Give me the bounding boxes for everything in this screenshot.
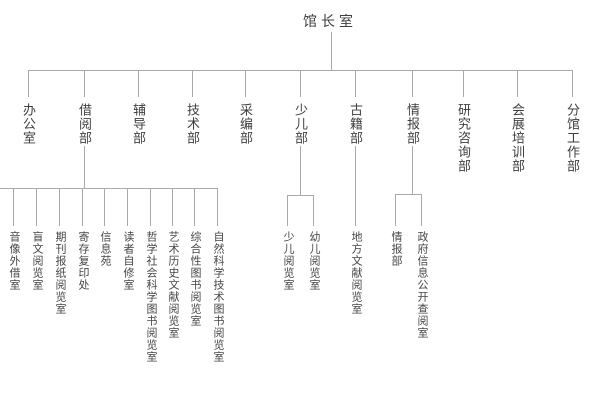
connector-sub-stub [421, 194, 422, 226]
connector-sub-stub [36, 188, 37, 226]
room-label-xinxiyuan: 信息苑 [99, 231, 111, 267]
connector-sub-stub [150, 188, 151, 226]
connector-shaoer-drop [300, 146, 301, 195]
connector-sub-stub [194, 188, 195, 226]
connector-jieyue-drop [84, 146, 85, 188]
connector-shaoer-rail [287, 195, 314, 196]
connector-sub-stub [13, 188, 14, 226]
dept-label-shaoerbu: 少儿部 [293, 103, 308, 145]
org-root-label: 馆长室 [303, 15, 357, 30]
connector-dept-stub [84, 70, 85, 97]
connector-guji-drop [355, 146, 356, 226]
connector-dept-stub [412, 70, 413, 97]
connector-dept-stub [517, 70, 518, 97]
dept-label-fenguangongzuobu: 分馆工作部 [565, 103, 580, 173]
connector-sub-stub [127, 188, 128, 226]
room-label-yinxiangwaijie: 音像外借室 [8, 231, 20, 291]
connector-dept-stub [245, 70, 246, 97]
dept-label-jieyuebu: 借阅部 [77, 103, 92, 145]
room-label-qingbaobu-sub: 情报部 [390, 231, 402, 267]
connector-sub-stub [82, 188, 83, 226]
connector-dept-stub [300, 70, 301, 97]
connector-dept-stub [572, 70, 573, 97]
dept-label-yanjiuzixunbu: 研究咨询部 [456, 103, 471, 173]
room-label-zirankexuejishu: 自然科学技术图书阅览室 [212, 231, 224, 363]
room-label-jicunfuyin: 寄存复印处 [77, 231, 89, 291]
connector-dept-stub [192, 70, 193, 97]
room-label-difangwenxian: 地方文献阅览室 [350, 231, 362, 315]
connector-qingbao-rail [395, 194, 422, 195]
connector-sub-stub [59, 188, 60, 226]
dept-label-fudaobu: 辅导部 [131, 103, 146, 145]
dept-label-jishubu: 技术部 [185, 103, 200, 145]
room-label-zhexueshekeyuelan: 哲学社会科学图书阅览室 [145, 231, 157, 363]
dept-label-gujibu: 古籍部 [348, 103, 363, 145]
connector-sub-stub [395, 194, 396, 226]
room-label-youeryuelan: 幼儿阅览室 [308, 231, 320, 291]
dept-label-caibianbu: 采编部 [238, 103, 253, 145]
room-label-zonghexingtushu: 综合性图书阅览室 [189, 231, 201, 327]
room-label-zhengfuxinxigongkai: 政府信息公开查阅室 [416, 231, 428, 339]
dept-label-bangongshi: 办公室 [21, 103, 36, 145]
connector-dept-stub [138, 70, 139, 97]
connector-dept-stub [463, 70, 464, 97]
room-label-yishulishiwenxian: 艺术历史文献阅览室 [167, 231, 179, 339]
dept-label-huizhanpeixunbu: 会展培训部 [510, 103, 525, 173]
room-label-shaoeryuelan: 少儿阅览室 [282, 231, 294, 291]
connector-jieyue-rail [0, 188, 218, 189]
connector-sub-stub [172, 188, 173, 226]
connector-root-drop [331, 32, 332, 70]
room-label-qikanbaozhi: 期刊报纸阅览室 [54, 231, 66, 315]
connector-sub-stub [287, 195, 288, 226]
connector-sub-stub [313, 195, 314, 226]
connector-dept-stub [355, 70, 356, 97]
connector-sub-stub [217, 188, 218, 226]
connector-sub-stub [104, 188, 105, 226]
connector-qingbao-drop [412, 146, 413, 194]
room-label-duzhezixiu: 读者自修室 [122, 231, 134, 291]
dept-label-qingbaobu: 情报部 [405, 103, 420, 145]
room-label-mangwen: 盲文阅览室 [31, 231, 43, 291]
connector-dept-stub [28, 70, 29, 97]
